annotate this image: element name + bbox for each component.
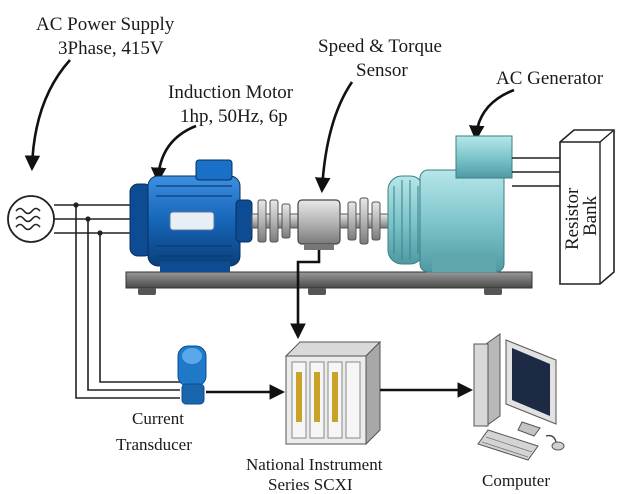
transducer-label-line1: Current	[132, 409, 184, 428]
current-transducer	[177, 345, 207, 405]
induction-motor	[129, 159, 253, 272]
sensor-to-daq-arrow	[290, 250, 321, 340]
transducer-label-line2: Transducer	[116, 435, 192, 454]
ac-generator	[387, 135, 513, 273]
sensor-label-line2: Sensor	[356, 60, 408, 81]
computer-icon	[473, 333, 565, 461]
ac-supply-label-line1: AC Power Supply	[36, 14, 175, 35]
generator-pointer-arrow	[468, 88, 515, 142]
resistor-bank: Resistor Bank	[512, 129, 615, 285]
sensor-label-line1: Speed & Torque	[318, 36, 442, 57]
base-plate	[125, 271, 533, 295]
motor-label-line1: Induction Motor	[168, 82, 294, 103]
three-phase-wiring	[54, 202, 180, 399]
generator-label: AC Generator	[496, 68, 604, 89]
ac-source-icon	[7, 195, 55, 243]
ni-scxi-chassis	[284, 340, 382, 446]
daq-label-line2: Series SCXI	[268, 475, 353, 494]
motor-label-line2: 1hp, 50Hz, 6p	[180, 106, 288, 127]
sensor-pointer-arrow	[314, 81, 354, 194]
resistor-bank-label-line2: Bank	[580, 195, 601, 236]
ac-supply-pointer-arrow	[24, 59, 71, 172]
computer-label: Computer	[482, 471, 550, 490]
ac-supply-label-line2: 3Phase, 415V	[58, 38, 164, 59]
motor-pointer-arrow	[150, 124, 197, 184]
speed-torque-sensor	[297, 199, 341, 250]
daq-label-line1: National Instrument	[246, 455, 383, 474]
generator-coupling	[339, 197, 391, 245]
resistor-bank-label-line1: Resistor	[562, 187, 583, 250]
motor-coupling	[251, 199, 299, 243]
